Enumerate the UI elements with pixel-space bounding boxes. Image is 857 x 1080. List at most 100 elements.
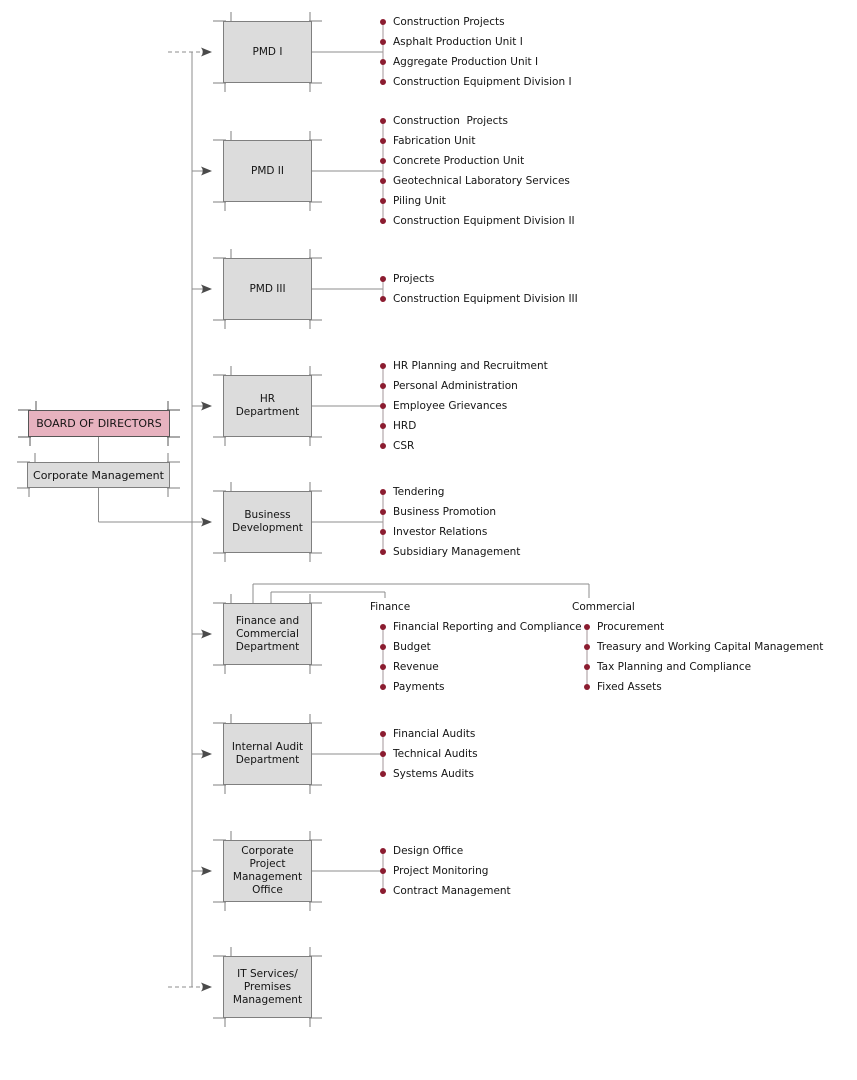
- bullet-icon: [380, 888, 386, 894]
- bullet-icon: [380, 731, 386, 737]
- department-label-line: Management: [232, 993, 303, 1006]
- bullet-icon: [380, 59, 386, 65]
- org-unit-item: Systems Audits: [380, 766, 474, 782]
- arrowhead-icon: [201, 629, 212, 639]
- bullet-icon: [380, 178, 386, 184]
- department-label-line: Commercial: [236, 627, 299, 640]
- org-unit-label: Construction Equipment Division III: [393, 293, 578, 305]
- bullet-icon: [380, 79, 386, 85]
- bullet-icon: [380, 489, 386, 495]
- org-unit-label: Business Promotion: [393, 506, 497, 518]
- org-unit-label: Financial Reporting and Compliance: [393, 621, 582, 633]
- bullet-icon: [380, 848, 386, 854]
- department-label-line: IT Services/: [237, 967, 298, 980]
- org-unit-item: Payments: [380, 679, 444, 695]
- org-unit-item: Construction Projects: [380, 14, 505, 30]
- org-unit-item: Construction Equipment Division II: [380, 213, 575, 229]
- org-unit-item: HR Planning and Recruitment: [380, 358, 548, 374]
- department-label-line: Development: [232, 522, 303, 534]
- org-unit-item: Construction Equipment Division I: [380, 74, 572, 90]
- arrowhead-icon: [201, 47, 212, 57]
- department-label-line: PMD III: [249, 282, 286, 295]
- department-label-line: Office: [252, 884, 283, 896]
- bullet-icon: [380, 423, 386, 429]
- org-unit-item: Employee Grievances: [380, 398, 507, 414]
- org-unit-label: Tendering: [393, 486, 445, 498]
- bullet-icon: [584, 664, 590, 670]
- board-of-directors-box: BOARD OF DIRECTORS: [28, 410, 170, 437]
- org-unit-item: Contract Management: [380, 883, 511, 899]
- org-unit-item: Financial Audits: [380, 726, 475, 742]
- org-unit-item: Investor Relations: [380, 524, 487, 540]
- arrowhead-icon: [201, 749, 212, 759]
- org-unit-label: Employee Grievances: [393, 400, 508, 412]
- org-unit-label: Geotechnical Laboratory Services: [393, 175, 570, 187]
- org-unit-item: Tax Planning and Compliance: [584, 659, 751, 675]
- org-unit-item: Aggregate Production Unit I: [380, 54, 538, 70]
- org-unit-label: Construction Equipment Division I: [393, 76, 572, 88]
- org-unit-item: Financial Reporting and Compliance: [380, 619, 582, 635]
- org-unit-item: Tendering: [380, 484, 444, 500]
- sub-group-label: Finance: [370, 601, 411, 613]
- org-unit-item: Project Monitoring: [380, 863, 488, 879]
- arrowhead-icon: [201, 866, 212, 876]
- org-unit-label: Piling Unit: [393, 195, 446, 207]
- org-unit-label: Tax Planning and Compliance: [597, 661, 752, 673]
- department-label-line: PMD I: [252, 45, 283, 58]
- org-unit-label: Treasury and Working Capital Management: [597, 641, 824, 653]
- org-unit-item: Fixed Assets: [584, 679, 662, 695]
- corporate-management-label: Corporate Management: [33, 468, 164, 482]
- org-unit-label: Subsidiary Management: [393, 546, 521, 558]
- department-label-line: Business: [244, 509, 291, 521]
- board-of-directors-label: BOARD OF DIRECTORS: [36, 417, 162, 430]
- org-unit-item: Budget: [380, 639, 431, 655]
- org-unit-item: HRD: [380, 418, 416, 434]
- org-unit-label: Construction Projects: [393, 115, 508, 127]
- org-unit-label: Construction Projects: [393, 16, 505, 28]
- org-unit-item: Projects: [380, 271, 434, 287]
- org-unit-item: CSR: [380, 438, 414, 454]
- org-unit-item: Business Promotion: [380, 504, 496, 520]
- bullet-icon: [380, 276, 386, 282]
- bullet-icon: [380, 684, 386, 690]
- department-label-line: Department: [235, 406, 300, 418]
- bullet-icon: [380, 403, 386, 409]
- sub-group-label: Commercial: [572, 601, 635, 613]
- org-unit-item: Construction Projects: [380, 113, 508, 129]
- org-unit-item: Asphalt Production Unit I: [380, 34, 523, 50]
- bullet-icon: [584, 624, 590, 630]
- bullet-icon: [380, 218, 386, 224]
- org-unit-label: Projects: [393, 273, 435, 285]
- org-unit-item: Design Office: [380, 843, 463, 859]
- org-unit-label: Personal Administration: [393, 380, 518, 392]
- arrowhead-icon: [201, 284, 212, 294]
- org-unit-item: Treasury and Working Capital Management: [584, 639, 823, 655]
- org-unit-label: Revenue: [393, 661, 439, 673]
- bullet-icon: [380, 664, 386, 670]
- department-box-pmd-2: PMD II: [223, 140, 312, 202]
- bullet-icon: [380, 296, 386, 302]
- corporate-management-box: Corporate Management: [27, 462, 170, 488]
- bullet-icon: [380, 158, 386, 164]
- org-unit-item: Technical Audits: [380, 746, 478, 762]
- org-unit-label: HR Planning and Recruitment: [393, 360, 548, 372]
- department-label-line: Corporate: [241, 845, 294, 857]
- org-unit-label: Investor Relations: [393, 526, 488, 538]
- bullet-icon: [380, 383, 386, 389]
- org-unit-item: Concrete Production Unit: [380, 153, 524, 169]
- org-unit-label: Procurement: [597, 621, 665, 633]
- org-unit-label: Design Office: [393, 845, 464, 857]
- org-unit-label: Technical Audits: [393, 748, 478, 760]
- bullet-icon: [380, 443, 386, 449]
- bullet-icon: [380, 751, 386, 757]
- arrowhead-icon: [201, 517, 212, 527]
- department-label-line: Department: [235, 754, 300, 766]
- bullet-icon: [380, 138, 386, 144]
- bullet-icon: [380, 529, 386, 535]
- bullet-icon: [380, 624, 386, 630]
- bullet-icon: [584, 644, 590, 650]
